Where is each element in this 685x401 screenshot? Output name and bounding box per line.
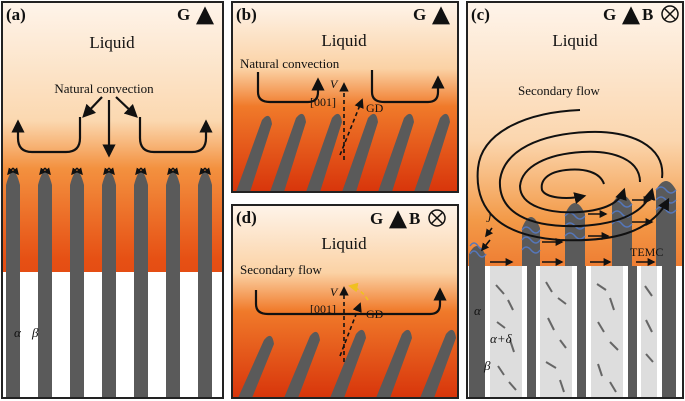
panel-d-dir: [001]	[310, 302, 336, 316]
panel-b-border	[231, 1, 459, 193]
field-into-page-icon	[428, 209, 446, 227]
dendrite-columns	[6, 171, 212, 398]
tip-flow-arrows	[7, 167, 211, 176]
panel-d-gd: GD	[366, 307, 384, 321]
panel-c-gradient-label: G	[603, 5, 616, 24]
tilted-dendrites-d	[238, 329, 456, 398]
panel-d-v: V	[330, 285, 339, 299]
panel-b-liquid: Liquid	[321, 31, 367, 50]
panel-a-alpha: α	[14, 325, 22, 340]
panel-c-alpha-delta: α+δ	[490, 331, 513, 346]
panel-c-field-label: B	[642, 5, 653, 24]
growth-vectors-b	[339, 82, 364, 160]
panel-d-field-label: B	[409, 209, 420, 228]
delta-phase-needles	[495, 281, 654, 393]
panel-b-dir: [001]	[310, 95, 336, 109]
panel-a-field: G	[177, 5, 214, 25]
panel-d-flow-label: Secondary flow	[240, 262, 323, 277]
panel-b-gradient-label: G	[413, 5, 426, 24]
panel-c-beta: β	[483, 358, 491, 373]
panel-a	[2, 2, 223, 398]
panel-d	[232, 205, 458, 398]
panel-d-gradient-label: G	[370, 209, 383, 228]
panel-a-flow-label: Natural convection	[54, 81, 154, 96]
panel-a-liquid: Liquid	[89, 33, 135, 52]
panel-c-label: (c)	[471, 5, 490, 24]
panel-a-gradient-label: G	[177, 5, 190, 24]
panel-a-beta: β	[31, 325, 39, 340]
panel-d-liquid: Liquid	[321, 234, 367, 253]
panel-b-v: V	[330, 77, 339, 91]
secondary-flow-arrow-d	[254, 287, 447, 316]
convection-arrows	[11, 96, 213, 158]
panel-c-j: J	[486, 211, 492, 225]
panel-b-gd: GD	[366, 101, 384, 115]
panel-d-label: (d)	[236, 208, 257, 227]
growth-vectors-d	[339, 286, 362, 362]
gd-deflection-arrow	[348, 282, 369, 301]
panel-c-flow-label: Secondary flow	[518, 83, 601, 98]
panel-d-border	[231, 204, 459, 399]
panel-c-border	[466, 1, 684, 399]
field-into-page-icon	[661, 5, 679, 23]
interfacial-flow-arrows	[481, 196, 656, 266]
panel-c-liquid: Liquid	[552, 31, 598, 50]
panel-c	[467, 2, 683, 398]
panel-a-border	[1, 1, 224, 399]
tilted-dendrites-b	[236, 113, 450, 192]
solid-columns-c	[469, 266, 676, 398]
panel-c-temc: TEMC	[630, 245, 663, 259]
panel-b	[232, 2, 458, 192]
panel-c-alpha: α	[474, 303, 482, 318]
convection-arrows-b	[256, 70, 445, 104]
panel-a-label: (a)	[6, 5, 26, 24]
panel-b-flow-label: Natural convection	[240, 56, 340, 71]
panel-b-label: (b)	[236, 5, 257, 24]
secondary-flow-spiral	[476, 109, 670, 242]
